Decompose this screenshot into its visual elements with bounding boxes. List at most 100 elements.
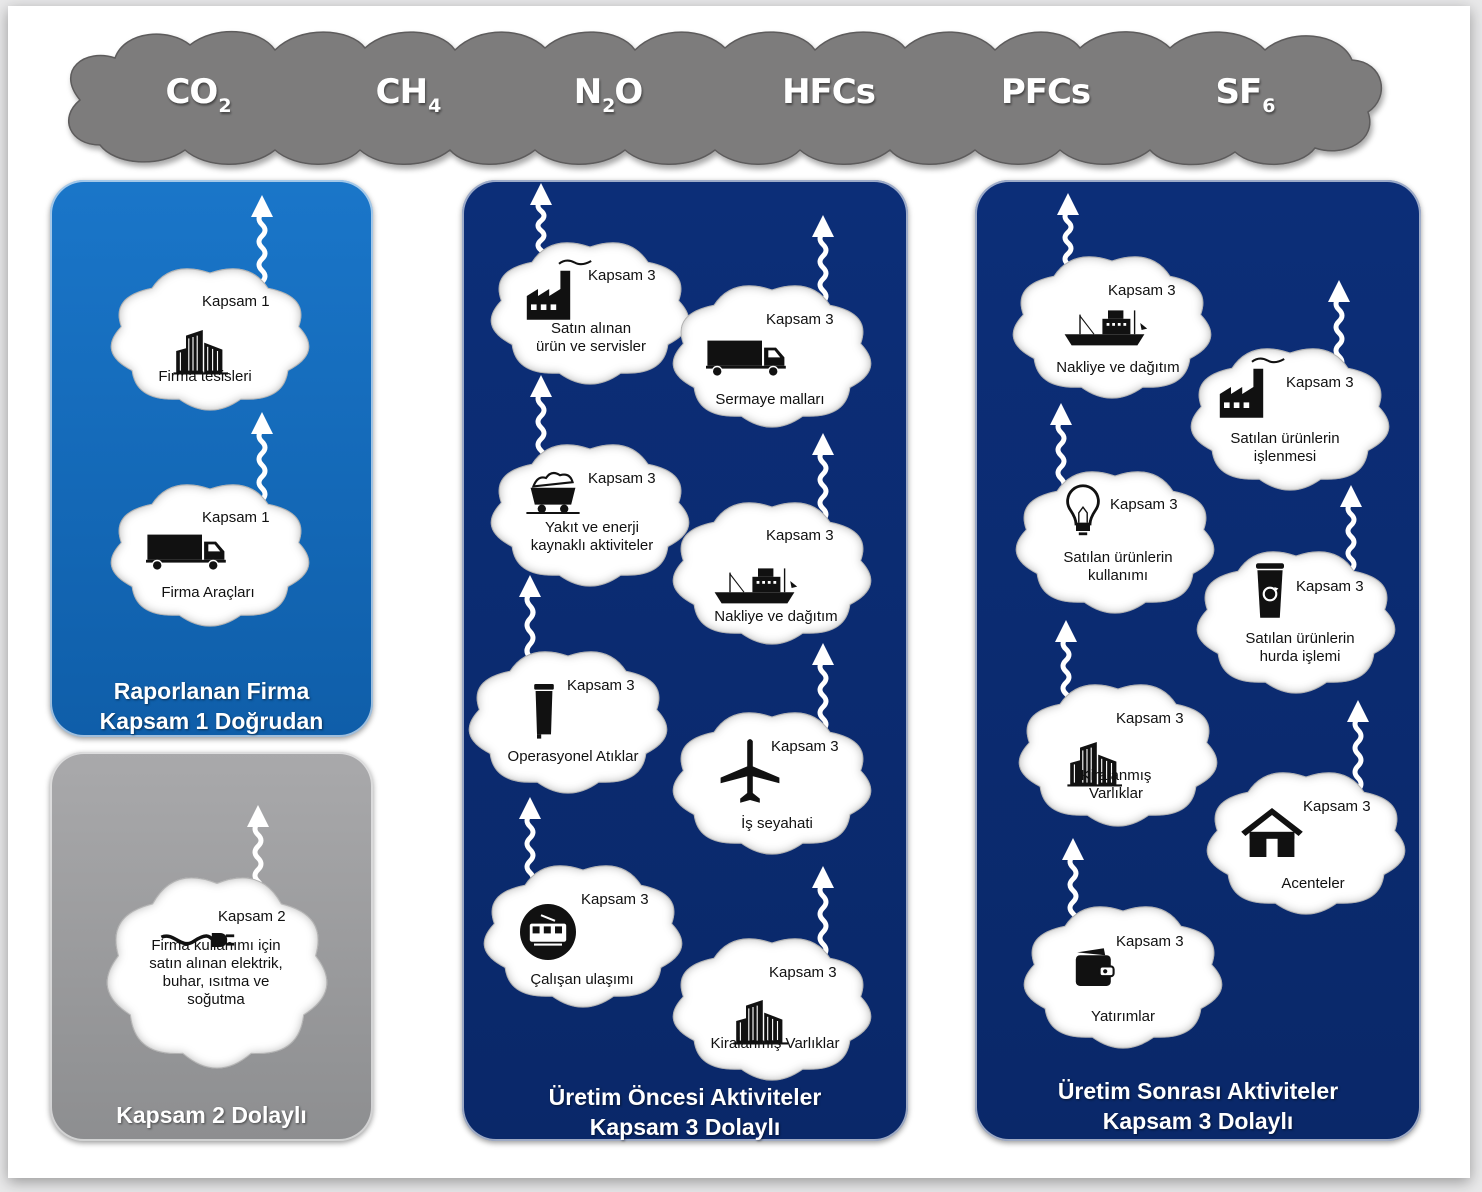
ship-icon [714,568,798,604]
emission-arrow [817,882,829,958]
activity-label: Firma kullanımı için [151,937,280,954]
activity-label: Nakliye ve dağıtım [1056,359,1179,376]
emission-source-cloud: Kapsam 3İş seyahati [672,712,872,855]
activity-label: Yakıt ve enerji [545,519,639,536]
truck-icon [706,340,786,377]
trash-bin-icon [534,684,554,739]
emission-arrow-head [247,805,269,827]
emission-arrow [535,199,547,262]
cloud-shape [1206,772,1406,915]
emission-arrow [817,231,829,304]
activity-label: Satın alınan [551,320,631,337]
emission-arrow-head [530,375,552,397]
factory-icon [1219,357,1285,418]
emission-arrow-head [1055,620,1077,642]
activity-label: Çalışan ulaşımı [530,971,633,988]
scope-label: Kapsam 3 [567,677,635,694]
emission-arrow-head [1340,485,1362,507]
scope-label: Kapsam 3 [1116,933,1184,950]
ship-icon [1064,310,1148,346]
scope-label: Kapsam 3 [766,527,834,544]
house-icon [1241,808,1303,857]
gas-label-hfcs: HFCs [782,72,876,112]
emission-arrow [817,659,829,732]
emission-arrow [256,428,268,502]
activity-label: işlenmesi [1254,448,1317,465]
emission-arrow-head [530,183,552,205]
emission-arrow-head [1062,838,1084,860]
emission-arrow [1345,501,1357,572]
activity-label: Satılan ürünlerin [1230,430,1339,447]
panel-scope2-title-line1: Kapsam 2 Dolaylı [116,1102,307,1128]
scope-label: Kapsam 3 [766,311,834,328]
emission-arrow [1352,716,1364,792]
wallet-icon [1075,948,1115,986]
panel-downstream-title-line2: Kapsam 3 Dolaylı [1102,1108,1294,1134]
emission-arrow-head [1057,193,1079,215]
cloud-shape [468,651,668,794]
activity-label: Acenteler [1281,875,1344,892]
cloud-shape [483,865,683,1008]
activity-label: Firma Araçları [161,584,254,601]
emission-arrow-head [812,433,834,455]
panel-upstream-title-line1: Üretim Öncesi Aktiviteler [548,1084,822,1110]
activity-label: soğutma [187,991,245,1008]
scope-label: Kapsam 3 [1116,710,1184,727]
emission-arrow [1067,854,1079,927]
activity-label: İş seyahati [741,814,813,832]
emission-source-cloud: Kapsam 3 Yatırımlar [1023,906,1223,1049]
gas-label-n2o: N2O [573,72,644,117]
scope-label: Kapsam 3 [588,470,656,487]
activity-label: Nakliye ve dağıtım [714,608,837,625]
scope-label: Kapsam 3 [1110,496,1178,513]
emission-arrow-head [251,412,273,434]
coal-cart-icon [526,471,580,515]
cloud-shape [110,268,310,411]
emission-source-cloud: Kapsam 3 Nakliye ve dağıtım [672,502,872,645]
activity-label: kullanımı [1088,567,1148,584]
scope-label: Kapsam 3 [1303,798,1371,815]
recycle-bin-icon [1256,563,1284,618]
lightbulb-icon [1066,484,1100,536]
factory-icon [526,259,592,320]
panel-scope1-title-line1: Raporlanan Firma [113,678,310,704]
cloud-shape [490,242,690,385]
cloud-shape [106,877,328,1069]
activity-label: Satılan ürünlerin [1245,630,1354,647]
activity-label: satın alınan elektrik, [149,955,282,972]
emission-arrow-head [812,866,834,888]
activity-label: Satılan ürünlerin [1063,549,1172,566]
airplane-icon [720,739,780,803]
gas-label-pfcs: PFCs [1000,72,1091,112]
activity-label: Firma tesisleri [158,368,251,385]
scope-label: Kapsam 3 [769,964,837,981]
scope-label: Kapsam 3 [1286,374,1354,391]
gas-label-sf6: SF6 [1215,72,1276,117]
activity-label: hurda işlemi [1260,648,1341,665]
scope-label: Kapsam 3 [588,267,656,284]
building-icon [173,330,228,375]
cloud-shape [672,938,872,1081]
scope-label: Kapsam 2 [218,908,286,925]
activity-label: ürün ve servisler [536,338,646,355]
activity-label: Kiralanmış Varlıklar [711,1035,840,1052]
activity-label: Yatırımlar [1091,1008,1155,1025]
emission-arrow-head [1050,403,1072,425]
activity-label: buhar, ısıtma ve [163,973,270,990]
panel-scope1-title-line2: Kapsam 1 Doğrudan [99,708,324,734]
scope-label: Kapsam 1 [202,293,270,310]
emission-source-cloud: Kapsam 3 Kiralanmış Varlıklar [672,938,872,1081]
